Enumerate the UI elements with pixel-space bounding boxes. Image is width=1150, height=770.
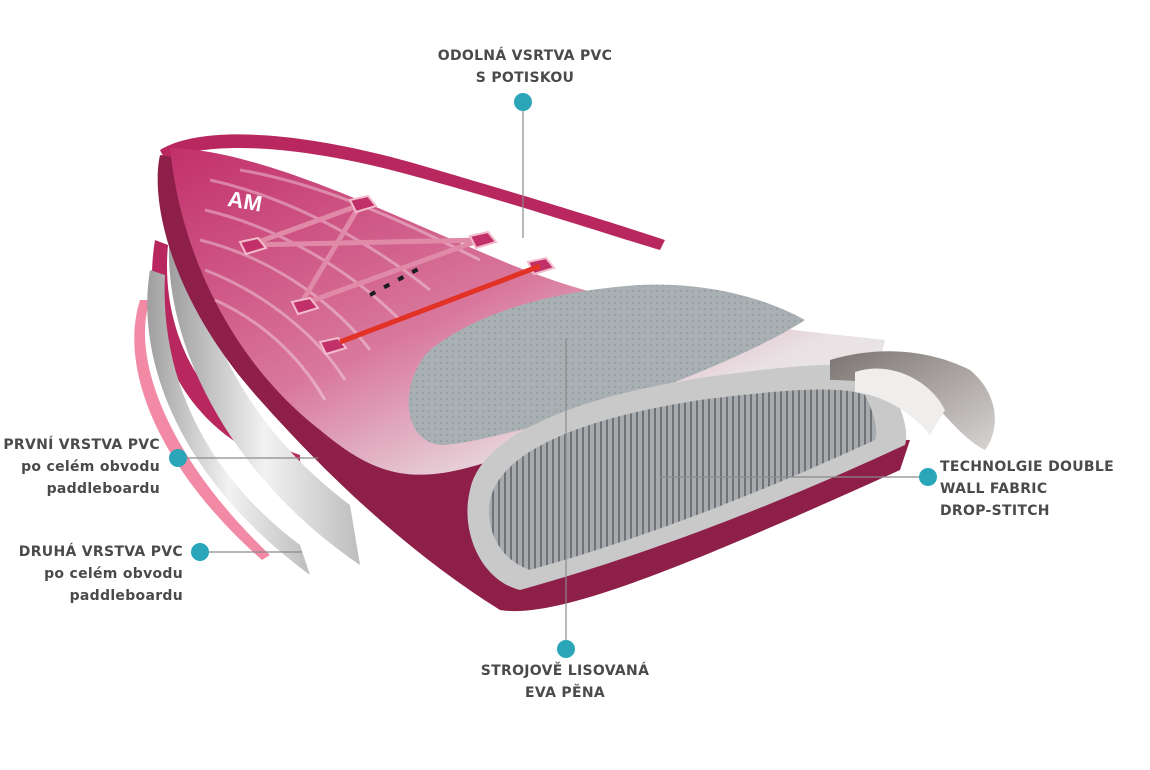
marker-bottom (557, 640, 575, 658)
bungee-cords (249, 202, 481, 308)
label-eva-foam: STROJOVĚ LISOVANÁ EVA PĚNA (440, 660, 690, 704)
pvc-layer-gray-2 (168, 230, 360, 565)
label-top-line1: ODOLNÁ VSRTVA PVC (437, 48, 613, 64)
label-left2-line3: paddleboardu (69, 588, 183, 604)
pvc-layer-second (134, 300, 270, 560)
label-right-line2: WALL FABRIC (940, 481, 1048, 497)
label-second-pvc-layer: DRUHÁ VRSTVA PVC po celém obvodu paddleb… (0, 541, 183, 607)
eva-foam-pad (408, 284, 805, 445)
label-first-pvc-layer: PRVNÍ VRSTVA PVC po celém obvodu paddleb… (0, 434, 160, 500)
label-left1-line2: po celém obvodu (21, 459, 160, 475)
label-bottom-line1: STROJOVĚ LISOVANÁ (480, 663, 650, 679)
drop-stitch-core (489, 389, 877, 570)
label-left2-line2: po celém obvodu (44, 566, 183, 582)
label-top-line2: S POTISKOU (475, 70, 575, 86)
label-left1-line3: paddleboardu (46, 481, 160, 497)
leash-strap (339, 263, 541, 345)
brand-logo: AM (226, 186, 264, 217)
marker-right (919, 468, 937, 486)
label-printed-pvc-layer: ODOLNÁ VSRTVA PVC S POTISKOU (405, 45, 645, 89)
leader-lines (178, 108, 928, 642)
pvc-layer-gray-1 (147, 270, 310, 575)
label-drop-stitch: TECHNOLGIE DOUBLE WALL FABRIC DROP-STITC… (940, 456, 1145, 522)
label-right-line3: DROP-STITCH (940, 503, 1050, 519)
label-bottom-line2: EVA PĚNA (525, 685, 605, 701)
marker-left2 (191, 543, 209, 561)
label-right-line1: TECHNOLGIE DOUBLE (940, 459, 1114, 475)
marker-left1 (169, 449, 187, 467)
bungee-anchors (238, 194, 556, 356)
label-left2-line1: DRUHÁ VRSTVA PVC (18, 544, 183, 560)
marker-top (514, 93, 532, 111)
top-rail-strip (160, 134, 665, 250)
label-left1-line1: PRVNÍ VRSTVA PVC (3, 437, 160, 453)
